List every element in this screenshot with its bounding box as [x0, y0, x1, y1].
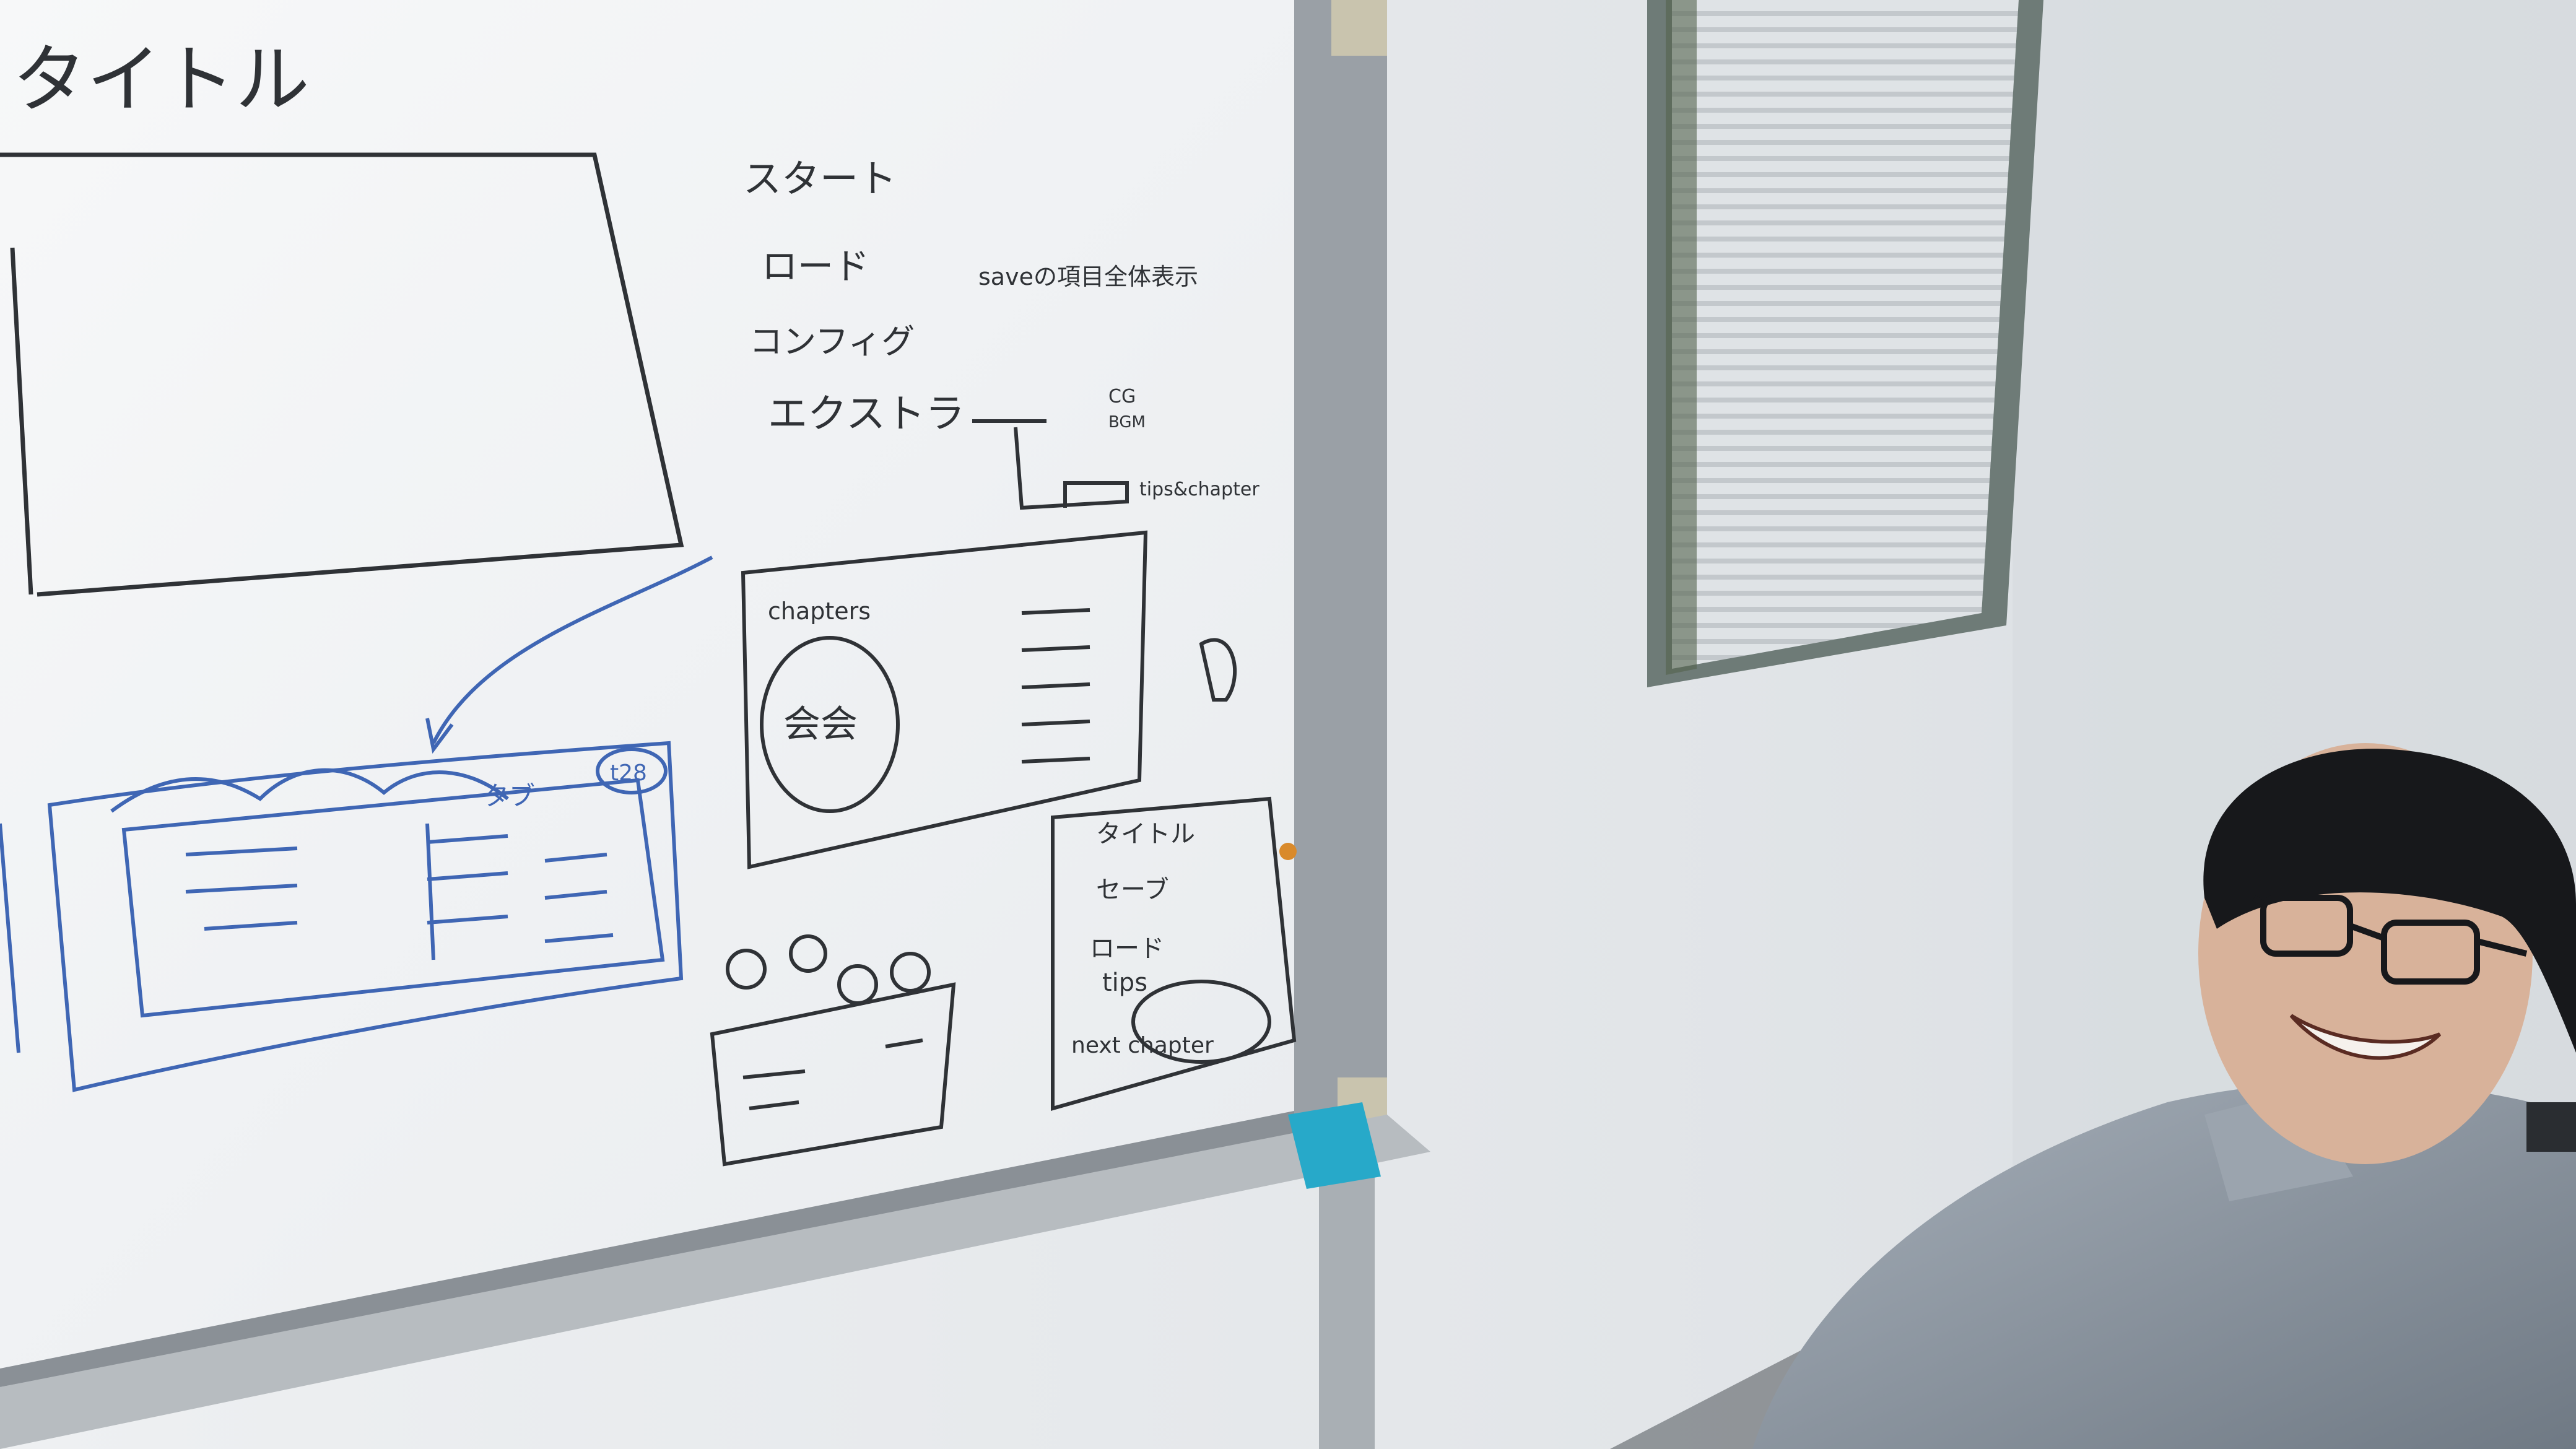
- whiteboard-side-rail: [1294, 0, 1387, 1133]
- whiteboard-surface: [0, 0, 1307, 1368]
- chair-back: [2526, 1102, 2576, 1152]
- menu-extra-cg: CG: [1108, 386, 1136, 407]
- menu-load: ロード: [762, 245, 869, 287]
- drawing-chapters-panel: [741, 419, 1237, 869]
- smile: [2289, 1014, 2442, 1060]
- submenu-title: タイトル: [1096, 820, 1195, 848]
- magnet: [1279, 843, 1297, 860]
- glasses: [2252, 895, 2528, 985]
- frame-corner: [1331, 0, 1387, 56]
- window-blinds: [1647, 0, 2043, 687]
- person: [1752, 743, 2576, 1449]
- marker-tray: [0, 1115, 1430, 1449]
- hair: [2203, 749, 2576, 1053]
- shirt: [1752, 1081, 2576, 1449]
- submenu-load: ロード: [1090, 934, 1164, 963]
- drawing-title-screen: [0, 152, 684, 597]
- chapters-circle-label: 会会: [783, 703, 858, 746]
- submenu-next-chapter: next chapter: [1071, 1033, 1214, 1058]
- drawing-window-mockup: [0, 555, 713, 1092]
- chapters-label: chapters: [768, 598, 871, 625]
- menu-config: コンフィグ: [749, 322, 915, 361]
- menu-start: スタート: [743, 156, 897, 201]
- menu-extra: エクストラ: [768, 391, 965, 437]
- submenu-save: セーブ: [1096, 876, 1169, 904]
- board-title: タイトル: [12, 37, 310, 123]
- drawing-character-sketch: [710, 934, 956, 1167]
- drawing-submenu: [1051, 796, 1297, 1111]
- submenu-tips: tips: [1102, 968, 1147, 997]
- eraser: [1288, 1102, 1381, 1189]
- menu-extra-chapter: tips&chapter: [1139, 479, 1260, 500]
- menu-extra-bgm: BGM: [1108, 413, 1146, 432]
- menu-load-note: saveの項目全体表示: [978, 263, 1198, 290]
- badge-label: t28: [610, 760, 647, 786]
- tab-label: タブ: [483, 781, 535, 811]
